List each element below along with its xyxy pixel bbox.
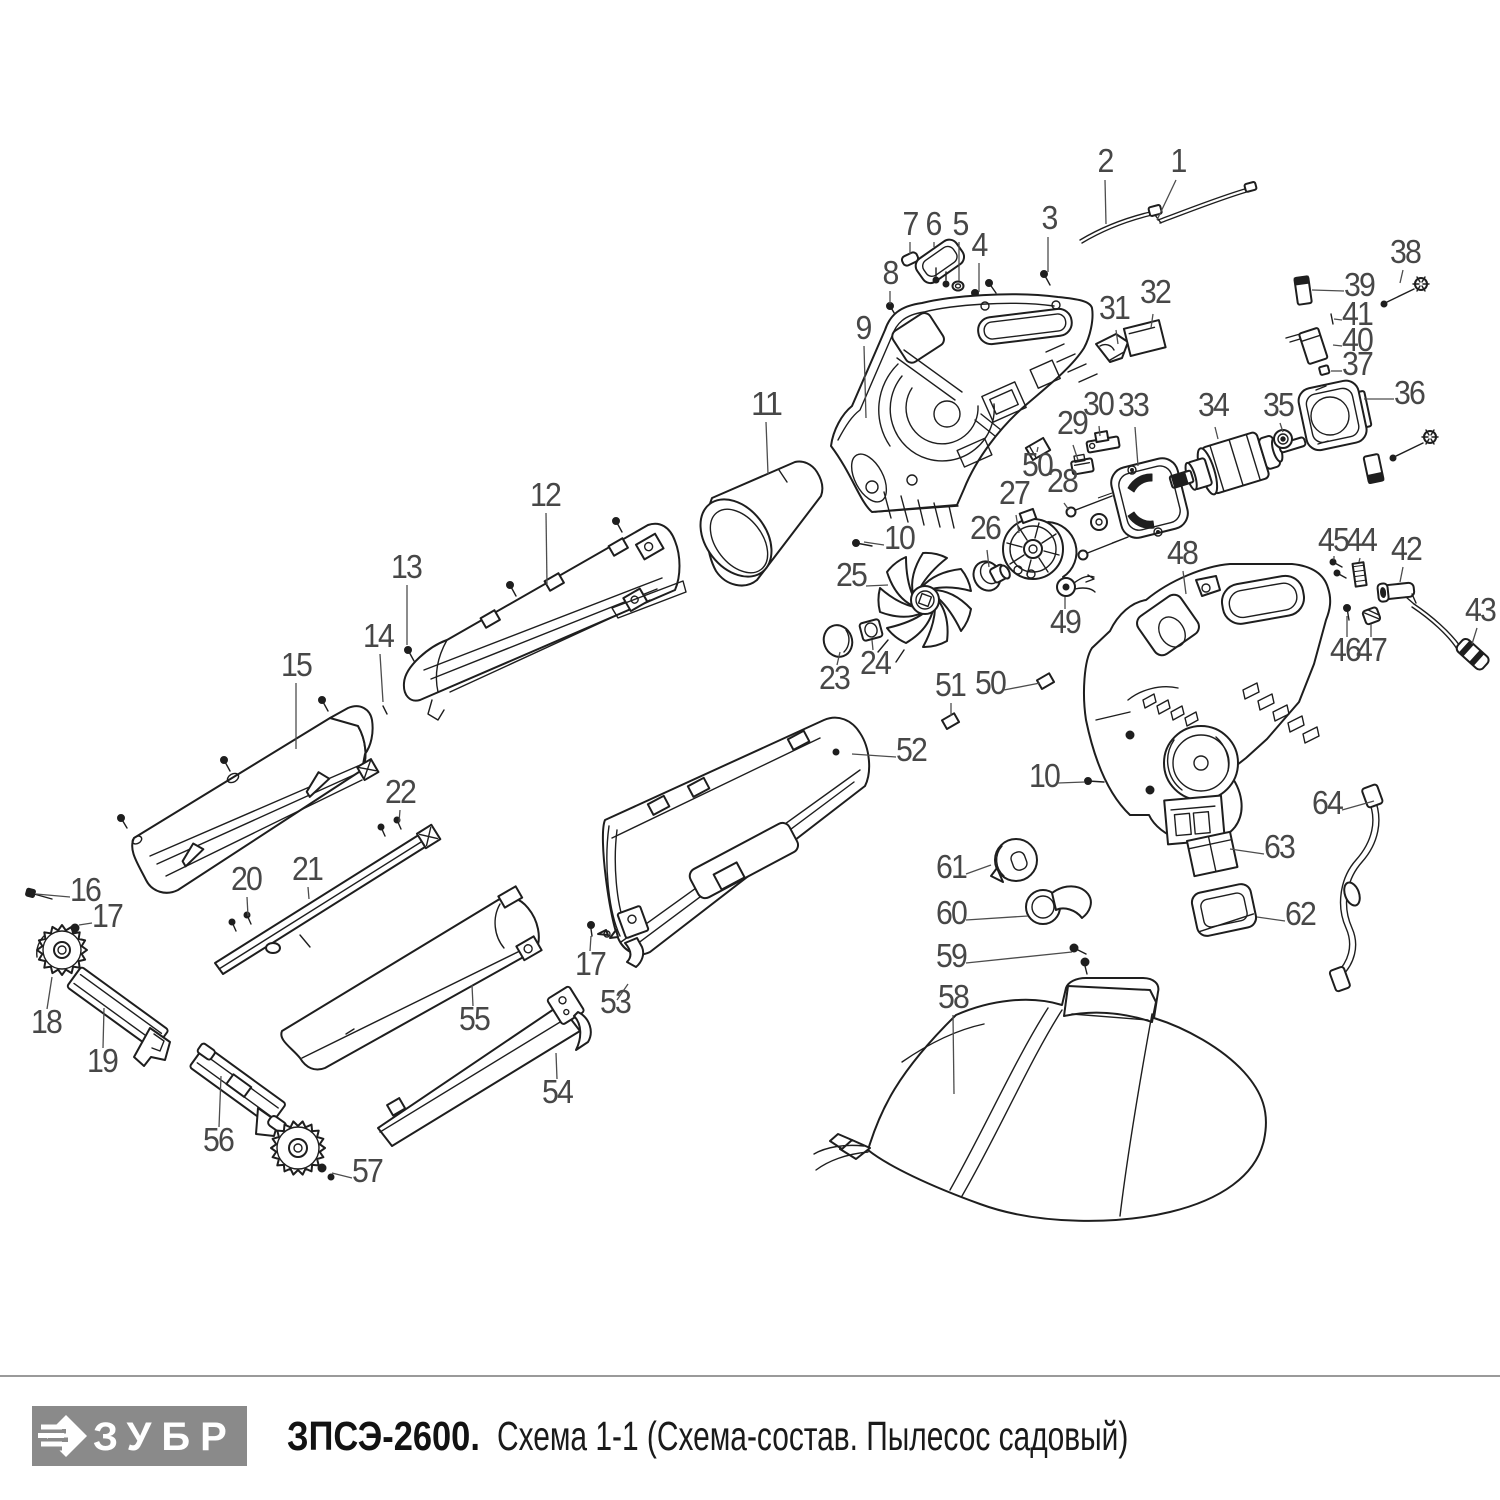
svg-text:23: 23 — [819, 659, 850, 696]
svg-text:43: 43 — [1465, 591, 1496, 628]
svg-text:36: 36 — [1394, 374, 1425, 411]
svg-text:10: 10 — [884, 519, 915, 556]
svg-text:31: 31 — [1099, 289, 1130, 326]
svg-text:41: 41 — [1342, 295, 1373, 332]
svg-text:11: 11 — [751, 385, 782, 422]
svg-text:22: 22 — [385, 773, 416, 810]
svg-text:52: 52 — [896, 731, 927, 768]
svg-text:50: 50 — [975, 664, 1006, 701]
svg-text:10: 10 — [1029, 757, 1060, 794]
svg-text:55: 55 — [459, 1000, 490, 1037]
svg-text:28: 28 — [1047, 462, 1078, 499]
svg-text:30: 30 — [1083, 385, 1114, 422]
svg-text:12: 12 — [530, 476, 561, 513]
svg-text:39: 39 — [1344, 266, 1375, 303]
svg-text:20: 20 — [231, 860, 262, 897]
svg-text:ЗУБР: ЗУБР — [93, 1415, 237, 1459]
svg-text:59: 59 — [936, 937, 967, 974]
svg-text:2: 2 — [1098, 142, 1114, 179]
svg-text:50: 50 — [1022, 446, 1053, 483]
svg-text:25: 25 — [836, 556, 867, 593]
svg-text:21: 21 — [292, 850, 323, 887]
svg-text:1: 1 — [1171, 142, 1187, 179]
svg-text:33: 33 — [1118, 386, 1149, 423]
svg-text:8: 8 — [883, 254, 899, 291]
svg-text:7: 7 — [903, 205, 919, 242]
svg-text:4: 4 — [972, 226, 989, 263]
svg-text:19: 19 — [87, 1042, 118, 1079]
svg-text:57: 57 — [352, 1152, 383, 1189]
svg-text:32: 32 — [1140, 273, 1171, 310]
svg-text:51: 51 — [935, 666, 966, 703]
svg-text:58: 58 — [938, 978, 969, 1015]
svg-text:40: 40 — [1342, 321, 1373, 358]
svg-text:47: 47 — [1356, 631, 1387, 668]
svg-text:9: 9 — [856, 309, 872, 346]
svg-text:62: 62 — [1285, 895, 1316, 932]
svg-text:6: 6 — [926, 205, 942, 242]
svg-text:61: 61 — [936, 848, 967, 885]
svg-text:27: 27 — [999, 474, 1030, 511]
svg-text:24: 24 — [860, 644, 891, 681]
svg-text:38: 38 — [1390, 233, 1421, 270]
svg-text:37: 37 — [1342, 345, 1373, 382]
svg-text:48: 48 — [1167, 534, 1198, 571]
svg-text:3: 3 — [1042, 199, 1058, 236]
svg-text:56: 56 — [203, 1121, 234, 1158]
svg-text:13: 13 — [391, 548, 422, 585]
svg-text:54: 54 — [542, 1073, 573, 1110]
svg-text:17: 17 — [92, 897, 123, 934]
svg-text:42: 42 — [1391, 530, 1422, 567]
svg-text:29: 29 — [1057, 404, 1088, 441]
svg-text:35: 35 — [1263, 386, 1294, 423]
svg-text:26: 26 — [970, 509, 1001, 546]
svg-text:ЗПСЭ-2600.: ЗПСЭ-2600. — [287, 1414, 480, 1459]
svg-text:63: 63 — [1264, 828, 1295, 865]
svg-text:53: 53 — [600, 983, 631, 1020]
svg-text:46: 46 — [1330, 631, 1361, 668]
svg-text:45: 45 — [1318, 521, 1349, 558]
svg-text:14: 14 — [363, 617, 394, 654]
svg-text:60: 60 — [936, 894, 967, 931]
svg-text:5: 5 — [953, 205, 969, 242]
svg-text:16: 16 — [70, 871, 101, 908]
svg-text:17: 17 — [575, 945, 606, 982]
svg-text:15: 15 — [281, 646, 312, 683]
svg-text:49: 49 — [1050, 603, 1081, 640]
svg-text:Схема 1-1 (Схема-состав. Пылес: Схема 1-1 (Схема-состав. Пылесос садовый… — [497, 1413, 1128, 1459]
svg-text:18: 18 — [31, 1003, 62, 1040]
svg-text:34: 34 — [1198, 386, 1229, 423]
svg-text:64: 64 — [1312, 784, 1343, 821]
svg-text:44: 44 — [1346, 521, 1377, 558]
